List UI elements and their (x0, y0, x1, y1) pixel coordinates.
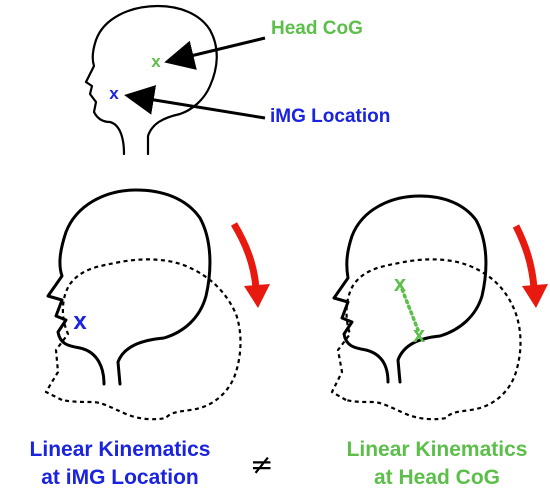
right-caption-line1: Linear Kinematics (346, 438, 528, 461)
left-rotation-arrow-shaft (230, 222, 260, 289)
right-rotation-arrow-head (522, 284, 548, 308)
left-dashed-head-outline (44, 258, 242, 421)
left-rotation-arrow-head (244, 284, 270, 308)
not-equal-symbol: ≠ (250, 448, 274, 481)
img-pointer-arrow (124, 85, 266, 120)
right-cog-dotted-path (398, 282, 420, 332)
right-rotation-arrow-shaft (512, 224, 538, 289)
left-caption-line1: Linear Kinematics (29, 438, 211, 461)
left-caption: Linear Kinematics at iMG Location (0, 436, 240, 492)
left-img-marker-x: x (73, 308, 87, 335)
left-head-diagram: x (44, 188, 270, 421)
right-solid-head-outline (332, 194, 488, 384)
left-caption-line2: at iMG Location (41, 466, 199, 489)
right-caption: Linear Kinematics at Head CoG (326, 436, 548, 492)
cog-pointer-arrow (164, 36, 266, 70)
right-head-diagram: x x (330, 194, 548, 421)
right-cog-marker-end-x: x (413, 322, 426, 347)
right-dashed-head-outline (330, 258, 522, 421)
right-cog-marker-start-x: x (394, 271, 407, 296)
top-head-outline (84, 4, 218, 156)
head-cog-label: Head CoG (271, 18, 363, 39)
right-caption-line2: at Head CoG (373, 466, 501, 489)
cog-marker-x: x (151, 52, 161, 71)
img-location-label: iMG Location (270, 106, 391, 127)
img-marker-x: x (109, 84, 119, 103)
top-head-profile (84, 4, 218, 156)
left-solid-head-outline (46, 188, 212, 386)
